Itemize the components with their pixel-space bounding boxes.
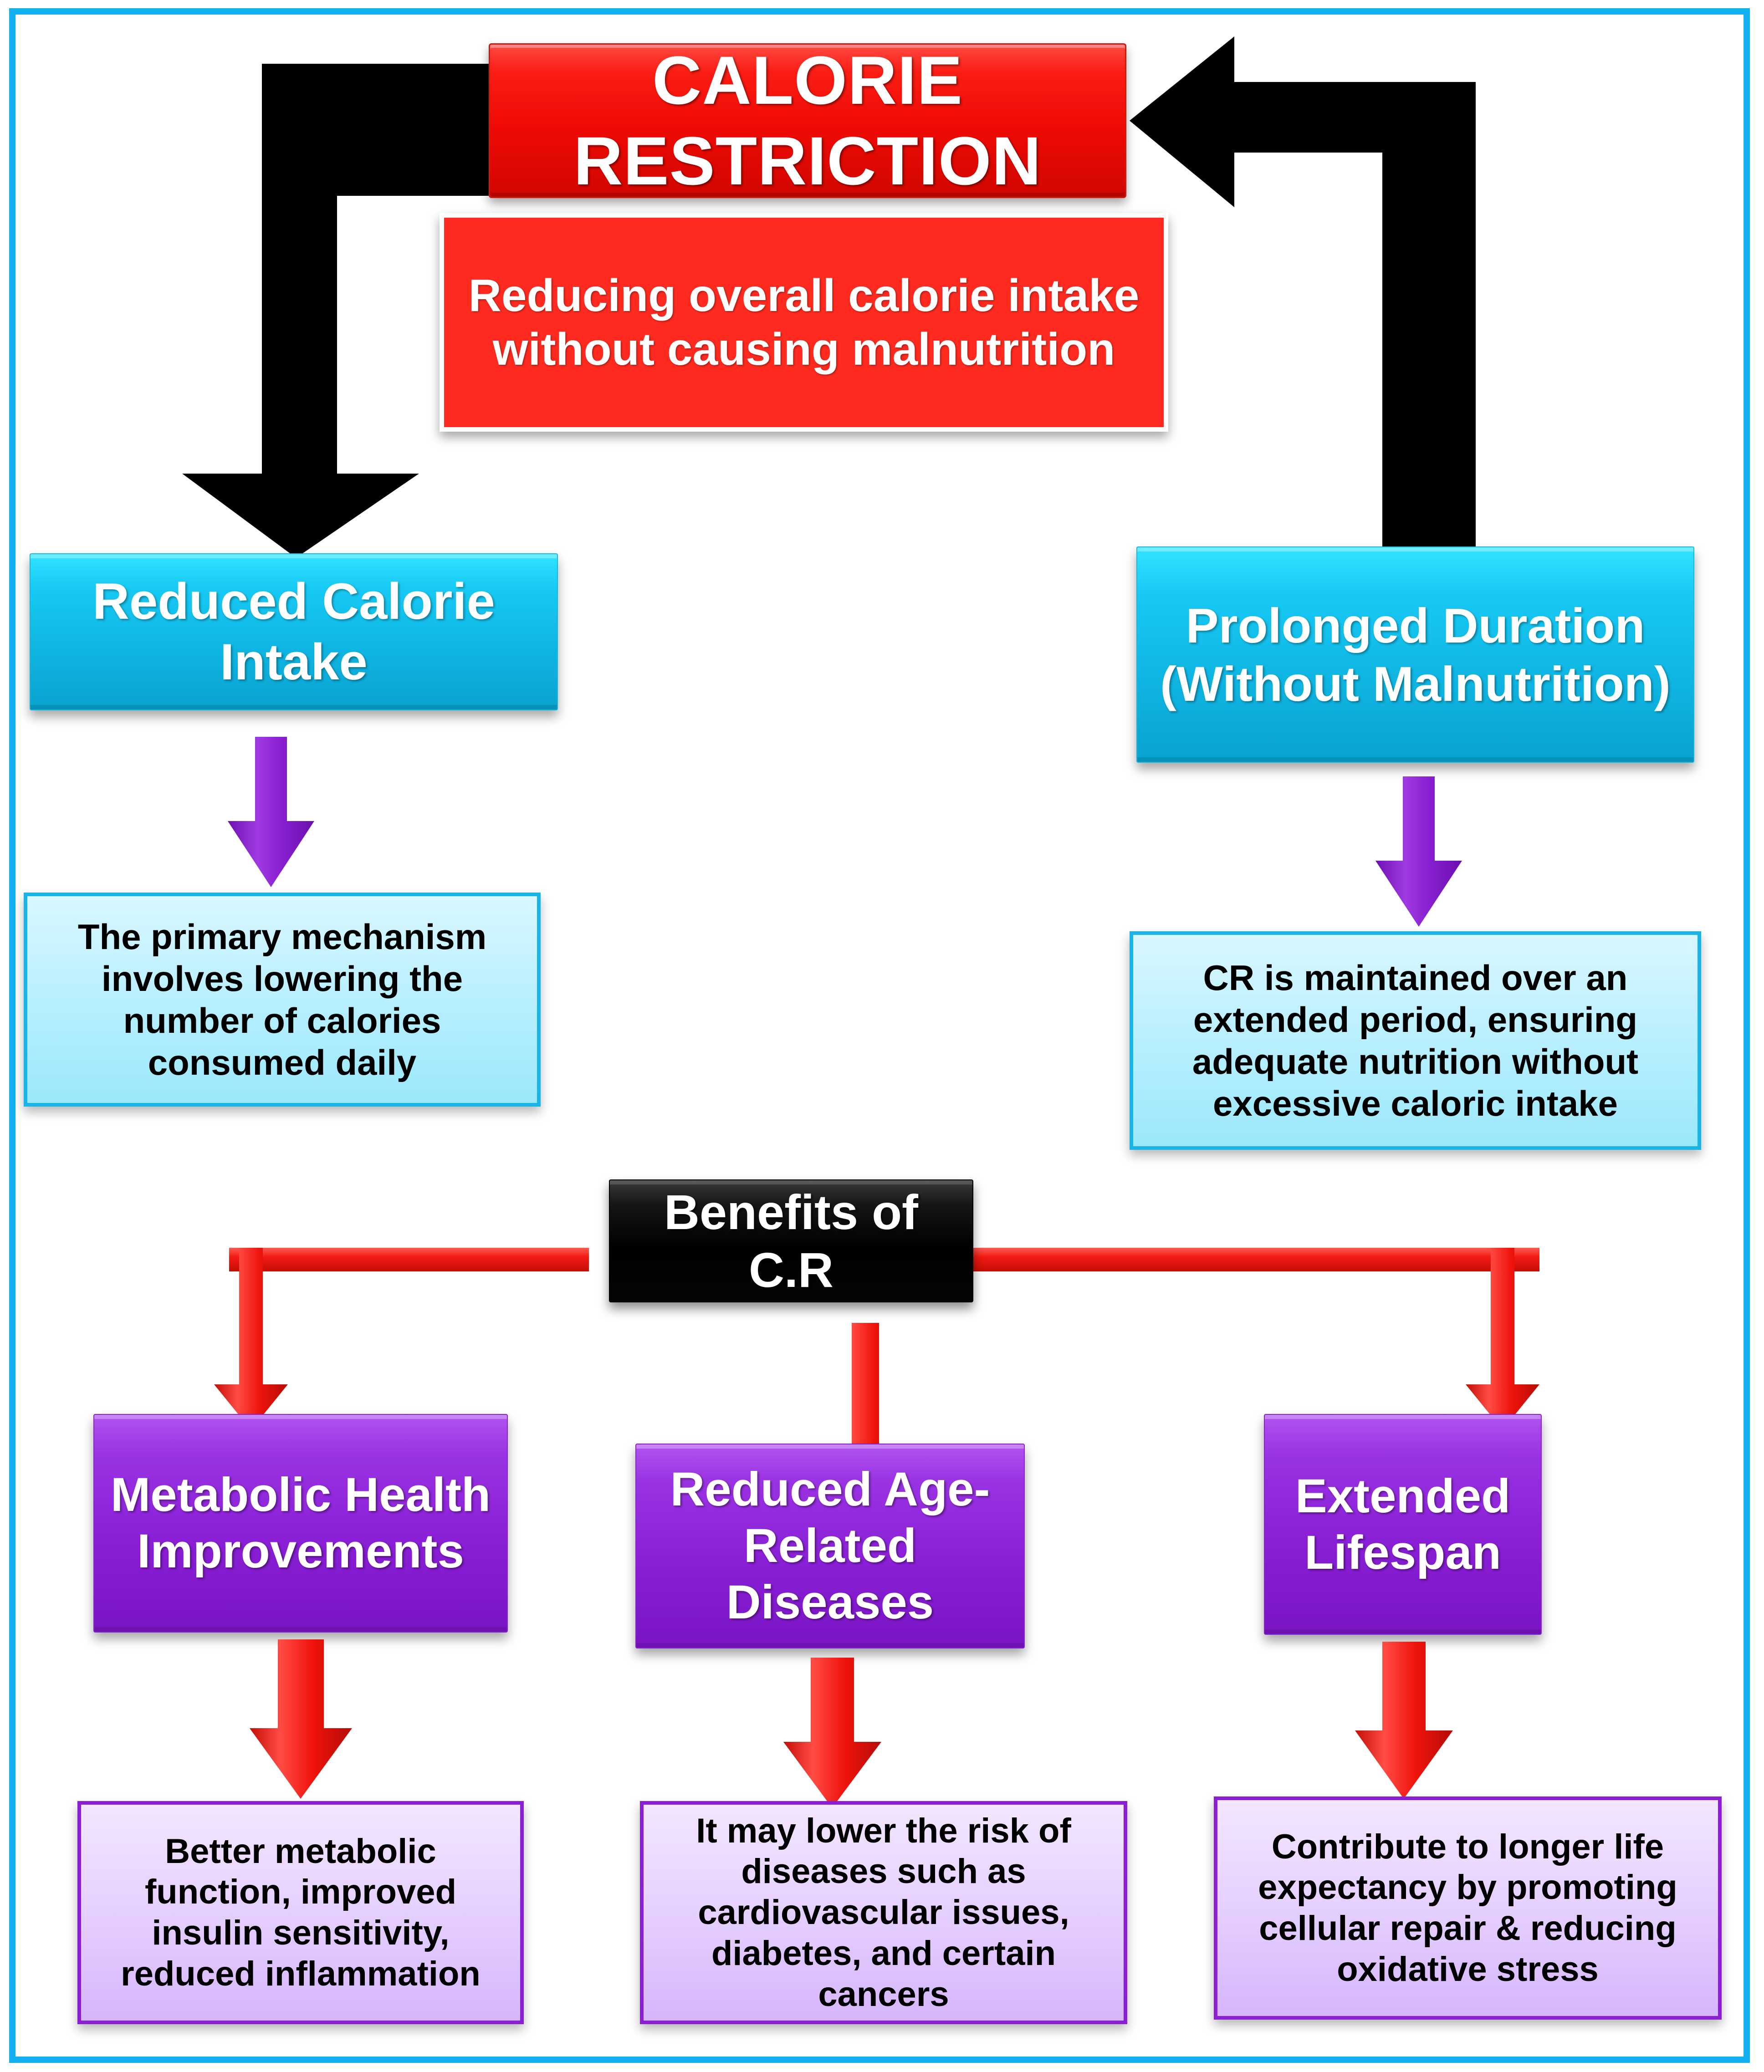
benefit-label: Extended Lifespan (1295, 1469, 1511, 1579)
red-arrow-benefit-1 (250, 1639, 352, 1799)
description-text: CR is maintained over an extended period… (1192, 957, 1639, 1124)
purple-arrow-right (1375, 776, 1462, 927)
benefit-reduced-age-related-diseases[interactable]: Reduced Age-Related Diseases (635, 1444, 1025, 1648)
component-reduced-calorie-intake[interactable]: Reduced Calorie Intake (30, 553, 558, 710)
red-arrow-benefit-3 (1355, 1642, 1453, 1799)
benefits-header[interactable]: Benefits of C.R (609, 1179, 973, 1302)
description-metabolic-health-improvements: Better metabolic function, improved insu… (77, 1801, 524, 2024)
component-prolonged-duration[interactable]: Prolonged Duration (Without Malnutrition… (1136, 546, 1694, 763)
benefit-label: Reduced Age-Related Diseases (670, 1463, 990, 1629)
description-text: Contribute to longer life expectancy by … (1258, 1827, 1677, 1989)
red-arrow-benefit-2 (783, 1658, 881, 1808)
description-extended-lifespan: Contribute to longer life expectancy by … (1214, 1796, 1722, 2020)
subtitle-text: Reducing overall calorie intake without … (468, 270, 1140, 375)
benefits-header-text: Benefits of C.R (664, 1184, 919, 1297)
description-text: It may lower the risk of diseases such a… (696, 1811, 1071, 2014)
description-reduced-calorie-intake: The primary mechanism involves lowering … (24, 893, 541, 1107)
component-label: Reduced Calorie Intake (92, 573, 495, 690)
purple-arrow-left (228, 737, 314, 887)
benefit-extended-lifespan[interactable]: Extended Lifespan (1264, 1414, 1542, 1635)
description-reduced-age-related-diseases: It may lower the risk of diseases such a… (640, 1801, 1127, 2024)
page-title-text: CALORIE RESTRICTION (573, 42, 1042, 199)
black-elbow-arrow-left (182, 64, 560, 560)
subtitle-card: Reducing overall calorie intake without … (440, 213, 1168, 432)
description-text: Better metabolic function, improved insu… (121, 1832, 481, 1993)
description-prolonged-duration: CR is maintained over an extended period… (1130, 931, 1701, 1150)
component-label: Prolonged Duration (Without Malnutrition… (1160, 598, 1671, 711)
page-title: CALORIE RESTRICTION (489, 42, 1126, 199)
benefit-metabolic-health-improvements[interactable]: Metabolic Health Improvements (93, 1414, 508, 1633)
black-elbow-arrow-right (1130, 36, 1476, 565)
benefit-label: Metabolic Health Improvements (110, 1468, 491, 1578)
description-text: The primary mechanism involves lowering … (77, 916, 487, 1083)
